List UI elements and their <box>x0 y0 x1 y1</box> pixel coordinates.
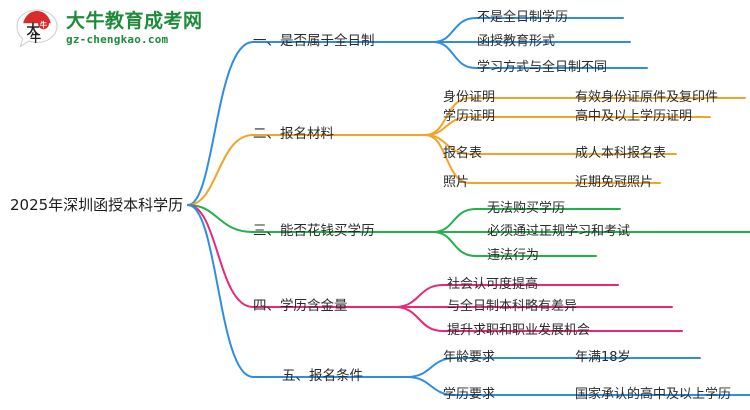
leaf-node-2-4[interactable]: 照片 <box>443 175 470 190</box>
branch-node-2[interactable]: 二、报名材料 <box>253 126 334 142</box>
leaf-node-1-3[interactable]: 学习方式与全日制不同 <box>477 60 608 75</box>
branch-3-connectors <box>187 204 750 257</box>
leaf-node-2-3[interactable]: 报名表 <box>443 146 483 161</box>
leaf-node-1-2[interactable]: 函授教育形式 <box>477 34 556 49</box>
root-node[interactable]: 2025年深圳函授本科学历 <box>10 196 184 214</box>
svg-text:牛: 牛 <box>40 20 47 29</box>
branch-2-connectors <box>187 97 746 206</box>
leaf-node-4-1[interactable]: 社会认可度提高 <box>447 277 539 292</box>
logo-brand-url: gz-chengkao.com <box>66 33 169 46</box>
branch-1-connectors <box>187 17 648 206</box>
leaf-node-5-1-1[interactable]: 年满18岁 <box>575 350 631 365</box>
leaf-node-3-2[interactable]: 必须通过正规学习和考试 <box>487 224 631 239</box>
leaf-node-4-3[interactable]: 提升求职和职业发展机会 <box>447 323 591 338</box>
leaf-node-2-4-1[interactable]: 近期免冠照片 <box>575 175 654 190</box>
branch-4-connectors <box>187 204 683 332</box>
leaf-node-5-1[interactable]: 年龄要求 <box>443 350 496 365</box>
logo-mark-icon: 牛 大 牛 <box>16 9 58 48</box>
leaf-node-2-1[interactable]: 身份证明 <box>443 90 496 105</box>
leaf-node-5-2[interactable]: 学历要求 <box>443 387 496 402</box>
leaf-node-2-3-1[interactable]: 成人本科报名表 <box>575 146 667 161</box>
branch-node-4[interactable]: 四、学历含金量 <box>253 298 348 314</box>
leaf-node-3-3[interactable]: 违法行为 <box>487 248 540 263</box>
svg-text:大: 大 <box>26 22 39 38</box>
leaf-node-2-2[interactable]: 学历证明 <box>443 109 496 124</box>
branch-node-5[interactable]: 五、报名条件 <box>282 368 363 384</box>
leaf-node-3-1[interactable]: 无法购买学历 <box>487 201 566 216</box>
branch-node-3[interactable]: 三、能否花钱买学历 <box>253 223 375 239</box>
site-logo: 牛 大 牛 大牛教育成考网 gz-chengkao.com <box>14 8 202 54</box>
leaf-node-1-1[interactable]: 不是全日制学历 <box>477 10 569 25</box>
leaf-node-5-2-1[interactable]: 国家承认的高中及以上学历 <box>575 387 732 402</box>
leaf-node-2-2-1[interactable]: 高中及以上学历证明 <box>575 109 693 124</box>
svg-text:牛: 牛 <box>30 31 41 45</box>
logo-brand-name: 大牛教育成考网 <box>66 10 203 32</box>
branch-node-1[interactable]: 一、是否属于全日制 <box>253 33 375 49</box>
leaf-node-2-1-1[interactable]: 有效身份证原件及复印件 <box>575 90 719 105</box>
leaf-node-4-2[interactable]: 与全日制本科略有差异 <box>447 299 578 314</box>
branch-5-connectors <box>187 204 750 396</box>
